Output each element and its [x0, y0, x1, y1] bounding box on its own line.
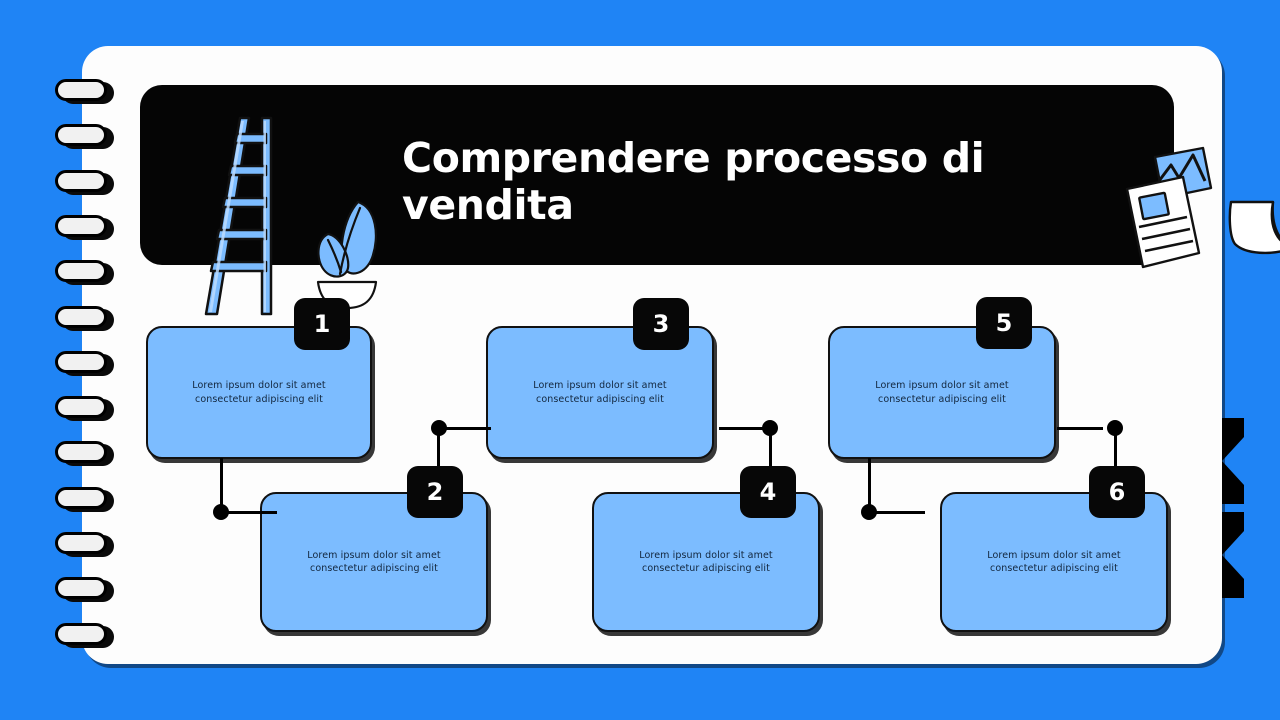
notebook-page: Comprendere processo di vendita — [82, 46, 1280, 664]
step-card-2-text: Lorem ipsum dolor sit amet consectetur a… — [307, 549, 441, 574]
spiral-ring — [55, 169, 107, 192]
step-badge-4[interactable]: 4 — [740, 466, 796, 518]
spiral-binding — [0, 0, 120, 720]
spiral-ring — [55, 441, 107, 464]
connector-node-3-4 — [762, 420, 778, 436]
bookmark-notch-icon — [1222, 531, 1244, 579]
connector-1-2-horizontal — [227, 511, 277, 514]
spiral-ring — [55, 124, 107, 147]
spiral-ring — [55, 532, 107, 554]
page-curl-icon — [1228, 200, 1280, 255]
step-card-1[interactable]: Lorem ipsum dolor sit amet consectetur a… — [146, 326, 372, 459]
connector-2-3-vertical — [437, 428, 440, 494]
header-bar: Comprendere processo di vendita — [140, 85, 1174, 265]
connector-2-3-horizontal — [445, 427, 491, 430]
step-badge-2[interactable]: 2 — [407, 466, 463, 518]
step-card-6-text: Lorem ipsum dolor sit amet consectetur a… — [987, 549, 1121, 574]
connector-4-5-horizontal — [875, 511, 925, 514]
step-card-4-text: Lorem ipsum dolor sit amet consectetur a… — [639, 549, 773, 574]
step-card-5-text: Lorem ipsum dolor sit amet consectetur a… — [875, 380, 1009, 405]
connector-node-2-3 — [431, 420, 447, 436]
step-badge-1[interactable]: 1 — [294, 298, 350, 350]
connector-node-5-6 — [1107, 420, 1123, 436]
connector-node-4-5 — [861, 504, 877, 520]
connector-5-6-horizontal — [1057, 427, 1103, 430]
potted-plant-icon — [316, 200, 378, 310]
spiral-ring — [55, 79, 107, 101]
spiral-ring — [55, 214, 107, 237]
spiral-ring — [55, 350, 107, 373]
step-badge-5[interactable]: 5 — [976, 297, 1032, 349]
connector-5-6-vertical — [1114, 428, 1117, 494]
spiral-ring — [55, 622, 107, 645]
connector-1-2-vertical — [220, 458, 223, 512]
bookmark-notch-icon — [1222, 437, 1244, 485]
connector-3-4-horizontal — [719, 427, 765, 430]
spiral-ring — [55, 396, 107, 419]
documents-chart-icon — [1125, 146, 1213, 269]
ladder-icon — [204, 116, 273, 316]
spiral-ring — [55, 305, 107, 328]
page-title: Comprendere processo di vendita — [402, 134, 985, 230]
step-card-1-text: Lorem ipsum dolor sit amet consectetur a… — [192, 380, 326, 405]
spiral-ring — [55, 260, 107, 283]
step-card-6[interactable]: Lorem ipsum dolor sit amet consectetur a… — [940, 492, 1168, 632]
step-badge-3[interactable]: 3 — [633, 298, 689, 350]
spiral-ring — [55, 486, 107, 509]
step-badge-6[interactable]: 6 — [1089, 466, 1145, 518]
connector-3-4-vertical — [769, 428, 772, 494]
step-card-3-text: Lorem ipsum dolor sit amet consectetur a… — [533, 380, 667, 405]
connector-node-1-2 — [213, 504, 229, 520]
spiral-ring — [55, 577, 107, 600]
connector-4-5-vertical — [868, 458, 871, 512]
